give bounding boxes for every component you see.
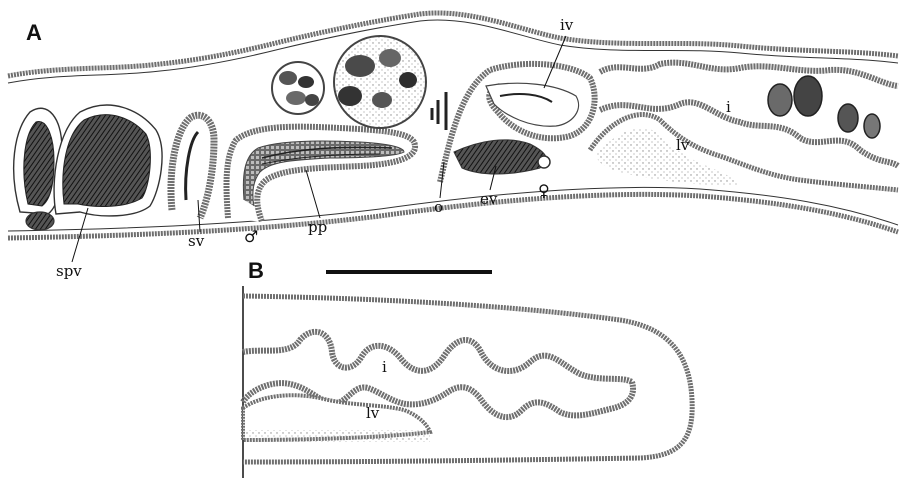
female-ducts [432, 64, 595, 182]
panel-a-letter: A [26, 20, 42, 45]
seminal-vesicles [14, 105, 162, 230]
label-lv-a: lv [676, 136, 690, 154]
egg-capsules [272, 36, 426, 128]
intestine-b-upper [243, 332, 632, 382]
label-o: o [434, 198, 443, 216]
intestine-a [590, 63, 898, 190]
label-i-a: i [726, 98, 731, 116]
label-i-b: i [382, 358, 387, 376]
label-pp: pp [308, 218, 327, 236]
leader-sv [198, 200, 200, 232]
label-lv-b: lv [366, 404, 380, 422]
seminal-vesicle-duct [171, 115, 214, 218]
lumen-b-stipple [246, 430, 430, 442]
panel-a: A [8, 13, 898, 280]
panel-b: B i lv [243, 258, 692, 478]
label-spv: spv [56, 262, 82, 280]
leader-o [440, 162, 444, 198]
leader-pp [306, 170, 320, 218]
label-sv: sv [188, 232, 205, 250]
label-male-symbol: ♂ [244, 227, 258, 246]
label-ev: ev [480, 190, 498, 208]
panel-b-letter: B [248, 258, 264, 283]
label-female-symbol: ♀ [538, 181, 550, 200]
label-iv: iv [560, 16, 574, 34]
